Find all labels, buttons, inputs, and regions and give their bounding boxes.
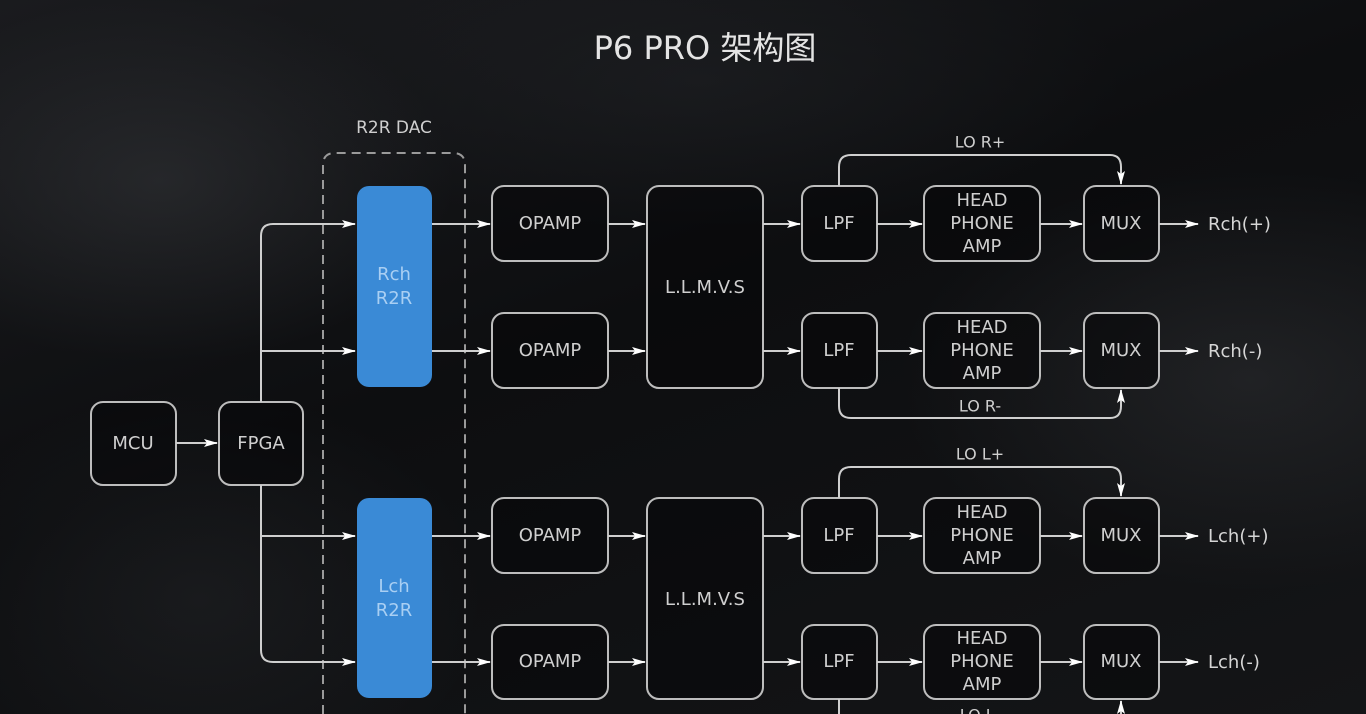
mcu-label: MCU [112, 433, 153, 454]
opamp-label: OPAMP [519, 213, 582, 234]
rch-r2r-label-line2: R2R [376, 288, 412, 309]
llmvs-block: L.L.M.V.S [646, 497, 764, 700]
opamp-label: OPAMP [519, 651, 582, 672]
amp-label-line1: HEAD [956, 317, 1007, 338]
amp-label-line1: HEAD [956, 628, 1007, 649]
opamp-block: OPAMP [491, 497, 609, 574]
line-out-r-plus-bypass [838, 154, 1125, 186]
fpga-to-lch-bottom-wire [260, 536, 356, 666]
headphone-amp-block: HEAD PHONE AMP [923, 497, 1041, 574]
amp-label-line3: AMP [963, 363, 1002, 384]
opamp-block: OPAMP [491, 624, 609, 700]
lpf-block: LPF [801, 312, 878, 389]
lpf-label: LPF [823, 213, 854, 234]
line-out-r-minus-label: LO R- [959, 397, 1001, 416]
line-out-l-plus-bypass [838, 466, 1125, 498]
headphone-amp-block: HEAD PHONE AMP [923, 624, 1041, 700]
llmvs-label: L.L.M.V.S [665, 589, 745, 610]
lch-r2r-dac: Lch R2R [357, 498, 432, 698]
lpf-block: LPF [801, 497, 878, 574]
mux-label: MUX [1100, 340, 1141, 361]
headphone-amp-block: HEAD PHONE AMP [923, 185, 1041, 262]
lch-r2r-label-line2: R2R [376, 600, 412, 621]
amp-label-line2: PHONE [950, 340, 1013, 361]
lch-r2r-label-line1: Lch [378, 576, 409, 597]
line-out-l-minus-label: LO L- [960, 706, 1000, 714]
mcu-block: MCU [90, 401, 177, 486]
rch-r2r-label-line1: Rch [377, 264, 411, 285]
mux-label: MUX [1100, 651, 1141, 672]
diagram-title: P6 PRO 架构图 [594, 29, 817, 67]
fpga-label: FPGA [237, 433, 285, 454]
output-lch-plus: Lch(+) [1208, 526, 1268, 547]
fpga-to-rch-top-wire [260, 220, 356, 402]
lpf-label: LPF [823, 525, 854, 546]
line-out-r-plus-label: LO R+ [955, 133, 1006, 152]
output-rch-minus: Rch(-) [1208, 341, 1262, 362]
amp-label-line2: PHONE [950, 651, 1013, 672]
mux-block: MUX [1083, 185, 1160, 262]
lpf-block: LPF [801, 624, 878, 700]
output-lch-minus: Lch(-) [1208, 652, 1260, 673]
headphone-amp-block: HEAD PHONE AMP [923, 312, 1041, 389]
fpga-to-lch-top-wire [260, 485, 356, 540]
output-rch-plus: Rch(+) [1208, 214, 1271, 235]
right-channel-chain: OPAMP OPAMP L.L.M.V.S LPF LPF HEAD PHONE [432, 133, 1271, 419]
amp-label-line3: AMP [963, 548, 1002, 569]
left-channel-chain: OPAMP OPAMP L.L.M.V.S LPF LPF HEAD PHONE [432, 445, 1268, 714]
lpf-label: LPF [823, 651, 854, 672]
lpf-block: LPF [801, 185, 878, 262]
amp-label-line2: PHONE [950, 213, 1013, 234]
amp-label-line3: AMP [963, 236, 1002, 257]
amp-label-line2: PHONE [950, 525, 1013, 546]
mux-label: MUX [1100, 213, 1141, 234]
dac-group-label: R2R DAC [356, 118, 432, 138]
mux-block: MUX [1083, 624, 1160, 700]
amp-label-line1: HEAD [956, 502, 1007, 523]
opamp-label: OPAMP [519, 340, 582, 361]
opamp-label: OPAMP [519, 525, 582, 546]
line-out-r-minus-bypass [838, 388, 1125, 419]
opamp-block: OPAMP [491, 312, 609, 389]
mux-label: MUX [1100, 525, 1141, 546]
opamp-block: OPAMP [491, 185, 609, 262]
lpf-label: LPF [823, 340, 854, 361]
mux-block: MUX [1083, 312, 1160, 389]
fpga-block: FPGA [218, 401, 304, 486]
amp-label-line3: AMP [963, 674, 1002, 695]
llmvs-block: L.L.M.V.S [646, 185, 764, 389]
rch-r2r-dac: Rch R2R [357, 186, 432, 387]
mux-block: MUX [1083, 497, 1160, 574]
amp-label-line1: HEAD [956, 190, 1007, 211]
llmvs-label: L.L.M.V.S [665, 277, 745, 298]
line-out-l-plus-label: LO L+ [956, 445, 1004, 464]
